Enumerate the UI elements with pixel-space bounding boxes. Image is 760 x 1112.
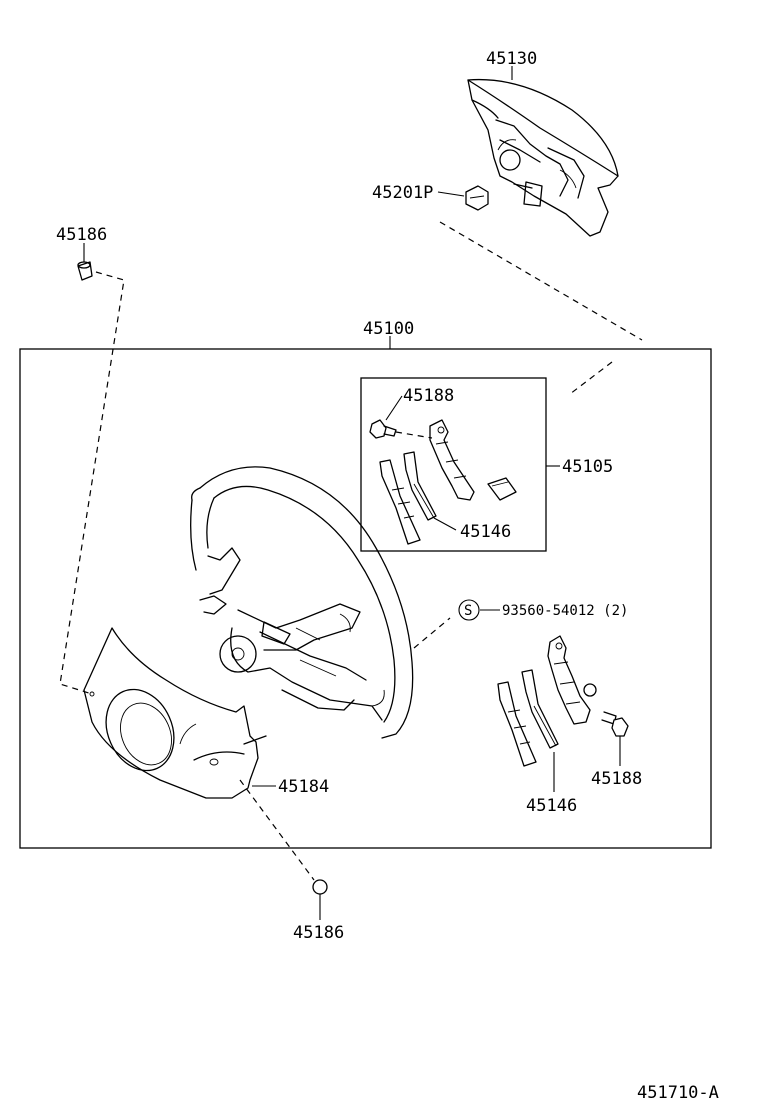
dashed-line-airbag	[439, 221, 643, 341]
label-45186-top: 45186	[56, 225, 107, 245]
screw-marker-letter: S	[464, 603, 472, 619]
screw-cap-bottom-part[interactable]	[312, 879, 328, 895]
label-45188-upper: 45188	[403, 386, 454, 406]
dashed-line-screw	[413, 617, 451, 649]
horn-bracket-lower[interactable]	[547, 635, 597, 725]
label-diagram-id: 451710-A	[637, 1083, 719, 1103]
label-45100: 45100	[363, 319, 414, 339]
dashed-line-airbag-inner	[569, 361, 613, 395]
screw-marker-circle	[458, 599, 480, 621]
steering-wheel[interactable]	[190, 466, 414, 739]
horn-bracket-upper[interactable]	[429, 419, 517, 501]
label-45146-upper: 45146	[460, 522, 511, 542]
lower-cover[interactable]	[83, 627, 267, 799]
dashed-line-cap-bottom	[239, 779, 315, 881]
wheel-assembly-frame	[19, 348, 712, 849]
label-45188-lower: 45188	[591, 769, 642, 789]
label-45146-lower: 45146	[526, 796, 577, 816]
label-screw-spec: 93560-54012 (2)	[502, 603, 628, 619]
leader-45188-upper	[385, 395, 403, 421]
label-45201P: 45201P	[372, 183, 433, 203]
label-45184: 45184	[278, 777, 329, 797]
dashed-line-bolt-upper	[395, 431, 433, 439]
leader-45146-upper	[433, 517, 457, 531]
label-45130: 45130	[486, 49, 537, 69]
horn-sub-assembly-frame	[360, 377, 547, 552]
horn-contact-lower-part[interactable]	[497, 669, 559, 767]
label-45105: 45105	[562, 457, 613, 477]
horn-contact-upper-part[interactable]	[379, 451, 437, 545]
nut-part[interactable]	[465, 185, 489, 211]
dashed-line-cap-top	[59, 271, 125, 695]
bolt-lower-part[interactable]	[601, 711, 629, 737]
airbag-assembly[interactable]	[467, 78, 619, 237]
label-45186-bottom: 45186	[293, 923, 344, 943]
screw-cap-top-part[interactable]	[77, 261, 93, 281]
bolt-upper-part[interactable]	[369, 419, 397, 439]
leader-45201P	[437, 191, 465, 197]
